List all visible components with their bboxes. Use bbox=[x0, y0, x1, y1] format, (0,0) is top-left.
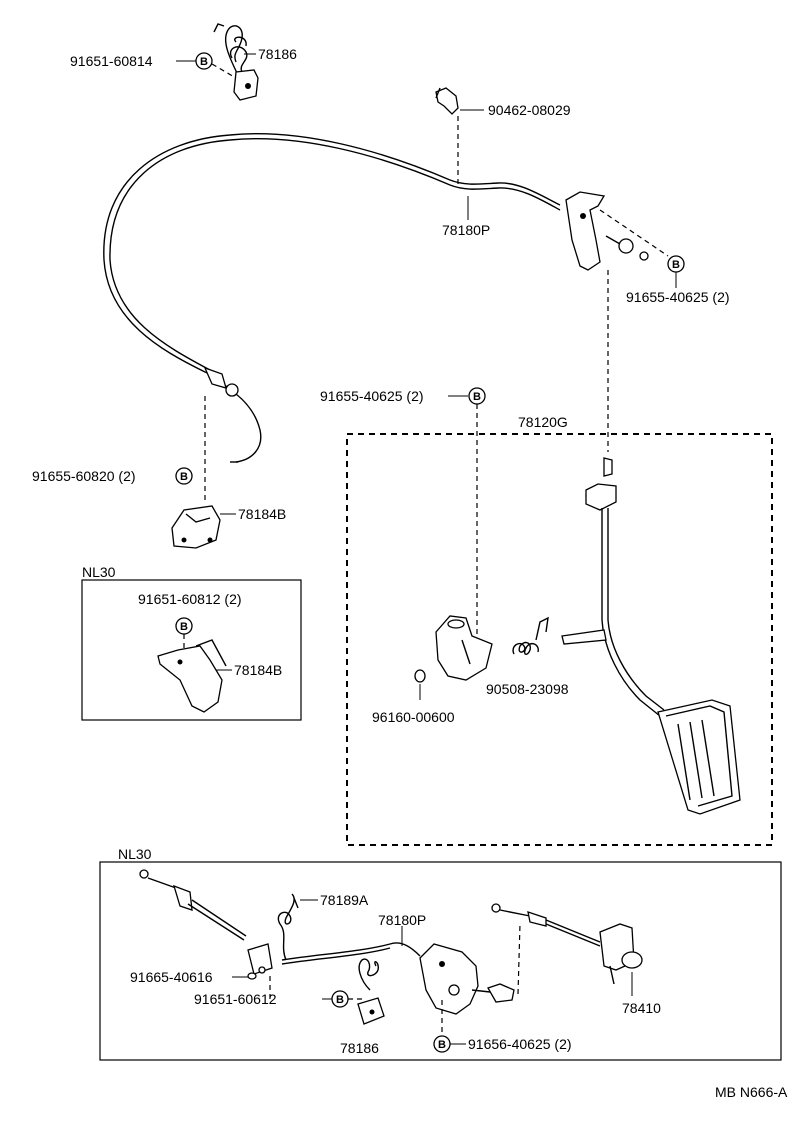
label-96160-00600: 96160-00600 bbox=[372, 709, 455, 725]
accelerator-cable-78180P bbox=[103, 132, 561, 463]
label-78186-top: 78186 bbox=[258, 46, 297, 62]
accelerator-pedal-78120G bbox=[561, 457, 741, 815]
bracket-78184B-nl30 bbox=[157, 639, 227, 713]
label-90462-08029: 90462-08029 bbox=[488, 102, 571, 118]
label-78410: 78410 bbox=[622, 1000, 661, 1016]
spring-78189A bbox=[277, 893, 299, 961]
label-nl30-a: NL30 bbox=[82, 564, 116, 580]
spring-bracket-78186-bottom bbox=[357, 958, 385, 1025]
clip-90462-08029 bbox=[435, 87, 459, 115]
label-78120G: 78120G bbox=[518, 414, 568, 430]
spring-bracket-78186-top bbox=[213, 23, 259, 101]
label-91656-40625: 91656-40625 (2) bbox=[468, 1036, 572, 1052]
label-91655-60820: 91655-60820 (2) bbox=[32, 468, 136, 484]
label-78189A: 78189A bbox=[320, 892, 369, 908]
cable-end-left bbox=[139, 869, 247, 941]
label-78180P-bottom: 78180P bbox=[378, 912, 426, 928]
diagram-code: MB N666-A bbox=[715, 1084, 788, 1100]
nl30-bottom-box bbox=[99, 861, 782, 1061]
svg-text:B: B bbox=[473, 391, 481, 403]
label-91655-40625-right: 91655-40625 (2) bbox=[626, 289, 730, 305]
bracket-78184B-top bbox=[171, 505, 221, 549]
pedal-assembly-box bbox=[346, 433, 773, 846]
bolt-marker-b: B bbox=[433, 1035, 451, 1053]
svg-text:B: B bbox=[672, 259, 680, 271]
label-91651-60612: 91651-60612 bbox=[194, 991, 277, 1007]
label-78184B-top: 78184B bbox=[238, 506, 286, 522]
bracket-left-bottom bbox=[247, 943, 273, 975]
label-91651-60814: 91651-60814 bbox=[70, 53, 153, 69]
washer-96160-00600 bbox=[414, 669, 426, 683]
svg-text:B: B bbox=[438, 1039, 446, 1051]
label-78186-bottom: 78186 bbox=[340, 1040, 379, 1056]
bolt-marker-b: B bbox=[667, 255, 685, 273]
bolt-marker-b: B bbox=[331, 990, 349, 1008]
cable-end-right bbox=[491, 903, 601, 947]
kickdown-switch-78410 bbox=[599, 923, 643, 985]
bolt-marker-b: B bbox=[468, 387, 486, 405]
label-78180P-top: 78180P bbox=[442, 222, 490, 238]
svg-text:B: B bbox=[180, 621, 188, 633]
cable-bracket-top-right bbox=[565, 191, 649, 271]
label-nl30-b: NL30 bbox=[118, 846, 152, 862]
bolt-marker-b: B bbox=[175, 617, 193, 635]
label-78184B-box: 78184B bbox=[234, 662, 282, 678]
bolt-marker-b: B bbox=[175, 467, 193, 485]
bolt-marker-b: B bbox=[195, 52, 213, 70]
svg-text:B: B bbox=[180, 471, 188, 483]
label-91665-40616: 91665-40616 bbox=[130, 969, 213, 985]
label-91655-40625-left: 91655-40625 (2) bbox=[320, 388, 424, 404]
nl30-detail-box bbox=[81, 579, 302, 721]
label-91651-60812: 91651-60812 (2) bbox=[138, 591, 242, 607]
spring-90508-23098 bbox=[512, 616, 549, 655]
pedal-bracket bbox=[435, 615, 493, 681]
svg-text:B: B bbox=[200, 56, 208, 68]
label-90508-23098: 90508-23098 bbox=[486, 681, 569, 697]
svg-text:B: B bbox=[336, 994, 344, 1006]
cable-bracket-bottom bbox=[419, 943, 515, 1015]
